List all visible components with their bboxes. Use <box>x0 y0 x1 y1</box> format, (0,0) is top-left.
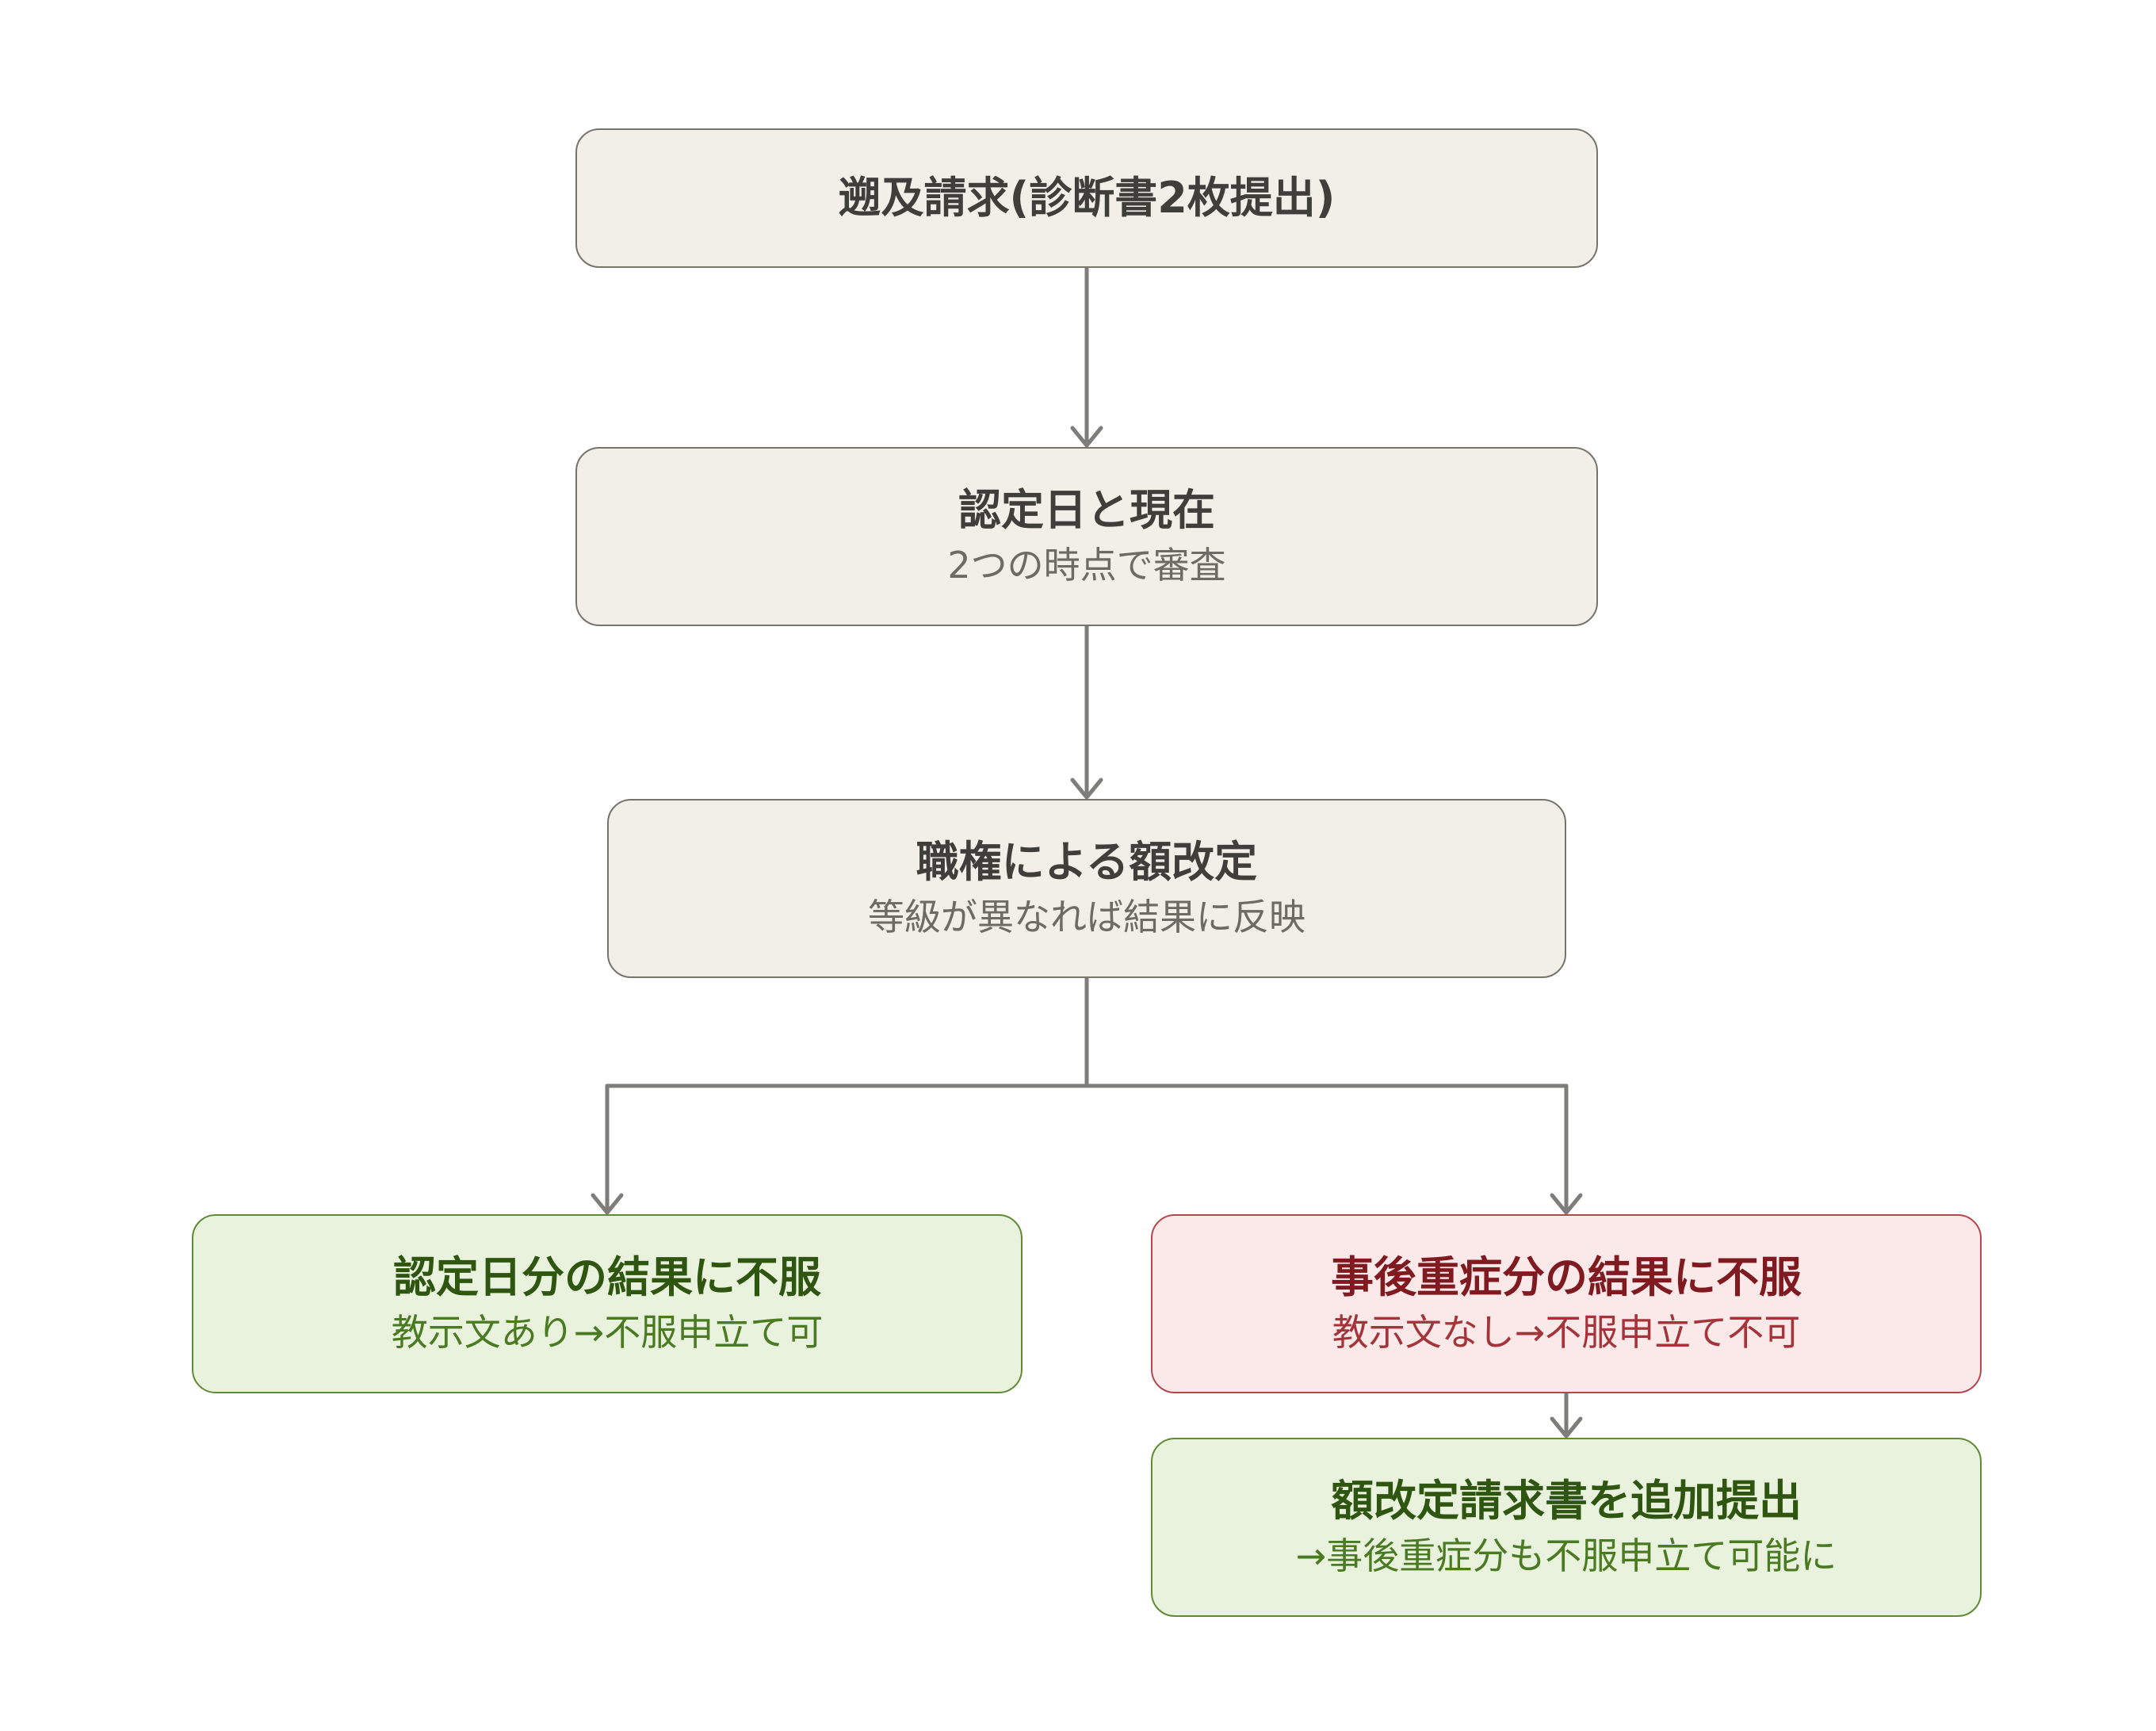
node-title: 職権による額改定 <box>916 837 1258 888</box>
node-additional-claim: 額改定請求書を追加提出 →事後重症分も不服申立て可能に <box>1151 1438 1982 1617</box>
node-post-onset-appeal: 事後重症分の結果に不服 教示文なし→不服申立て不可 <box>1151 1214 1982 1393</box>
node-title: 認定日と現在 <box>958 485 1215 536</box>
arrowhead-to-additional-claim <box>1550 1416 1583 1439</box>
node-two-point-review: 認定日と現在 2つの時点で審査 <box>575 447 1598 626</box>
node-retroactive-claim: 遡及請求(診断書2枚提出) <box>575 128 1598 268</box>
node-subtitle: →事後重症分も不服申立て可能に <box>1295 1534 1837 1577</box>
branch-connector <box>605 976 1569 1088</box>
arrowhead-to-certification-appeal <box>591 1193 624 1215</box>
node-subtitle: 2つの時点で審査 <box>947 543 1226 587</box>
arrowhead-to-post-onset-appeal <box>1550 1193 1583 1215</box>
node-subtitle: 等級が異なれば結果に反映 <box>868 895 1305 938</box>
node-subtitle: 教示文なし→不服申立て不可 <box>1332 1310 1801 1354</box>
arrowhead-review-to-revision <box>1070 778 1103 800</box>
node-title: 額改定請求書を追加提出 <box>1331 1476 1802 1527</box>
arrowhead-claim-to-review <box>1070 426 1103 448</box>
node-certification-appeal: 認定日分の結果に不服 教示文あり→不服申立て可 <box>192 1214 1023 1393</box>
node-ex-officio-revision: 職権による額改定 等級が異なれば結果に反映 <box>607 799 1566 978</box>
node-subtitle: 教示文あり→不服申立て可 <box>391 1310 824 1354</box>
node-title: 事後重症分の結果に不服 <box>1331 1252 1802 1303</box>
node-title: 遡及請求(診断書2枚提出) <box>838 173 1336 224</box>
node-title: 認定日分の結果に不服 <box>393 1252 821 1303</box>
